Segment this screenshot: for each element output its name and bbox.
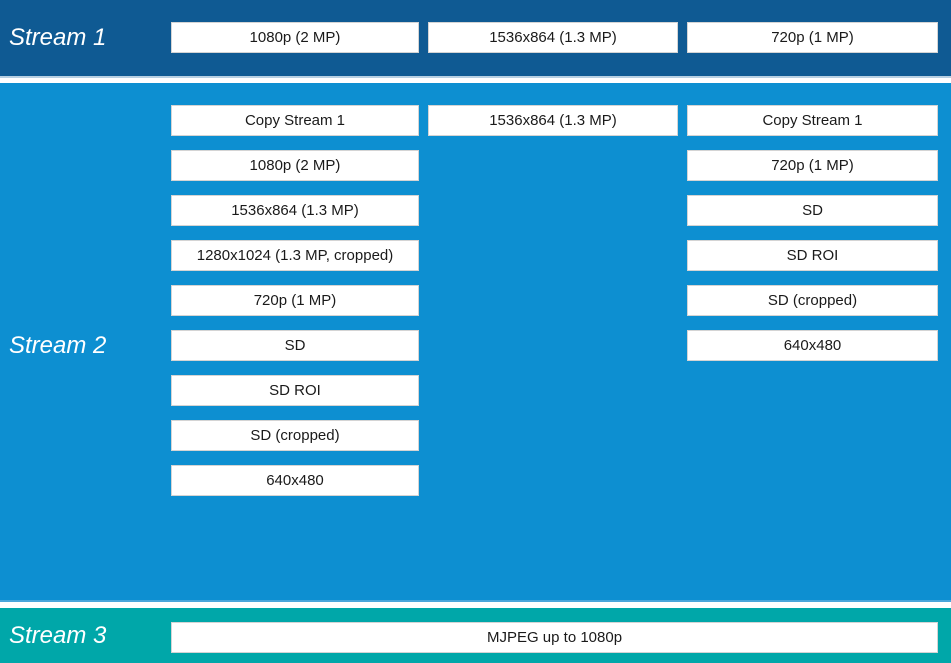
stream2-left-option-box: 1080p (2 MP): [171, 150, 419, 181]
stream2-left-option-box: SD: [171, 330, 419, 361]
stream2-right-option-box: 640x480: [687, 330, 938, 361]
stream2-right-option-box: SD ROI: [687, 240, 938, 271]
stream1-band: Stream 1 1080p (2 MP) 1536x864 (1.3 MP) …: [0, 0, 951, 78]
stream2-left-option-box: 1536x864 (1.3 MP): [171, 195, 419, 226]
stream2-right-option-box: SD: [687, 195, 938, 226]
stream2-band: Stream 2 Copy Stream 1 1080p (2 MP) 1536…: [0, 83, 951, 602]
stream1-option-box: 1080p (2 MP): [171, 22, 419, 53]
stream2-left-option-box: SD (cropped): [171, 420, 419, 451]
stream1-option-box: 720p (1 MP): [687, 22, 938, 53]
stream2-right-option-box: SD (cropped): [687, 285, 938, 316]
stream2-left-option-box: 720p (1 MP): [171, 285, 419, 316]
stream2-left-option-box: SD ROI: [171, 375, 419, 406]
stream3-option-box: MJPEG up to 1080p: [171, 622, 938, 653]
stream2-left-option-box: 1280x1024 (1.3 MP, cropped): [171, 240, 419, 271]
stream3-band: Stream 3 MJPEG up to 1080p: [0, 608, 951, 663]
stream2-middle-option-box: 1536x864 (1.3 MP): [428, 105, 678, 136]
stream2-label: Stream 2: [9, 332, 107, 359]
stream1-label: Stream 1: [9, 24, 107, 51]
stream2-right-option-box: 720p (1 MP): [687, 150, 938, 181]
stream2-right-option-box: Copy Stream 1: [687, 105, 938, 136]
stream2-left-option-box: Copy Stream 1: [171, 105, 419, 136]
stream3-label: Stream 3: [9, 622, 107, 649]
stream2-left-option-box: 640x480: [171, 465, 419, 496]
stream1-option-box: 1536x864 (1.3 MP): [428, 22, 678, 53]
